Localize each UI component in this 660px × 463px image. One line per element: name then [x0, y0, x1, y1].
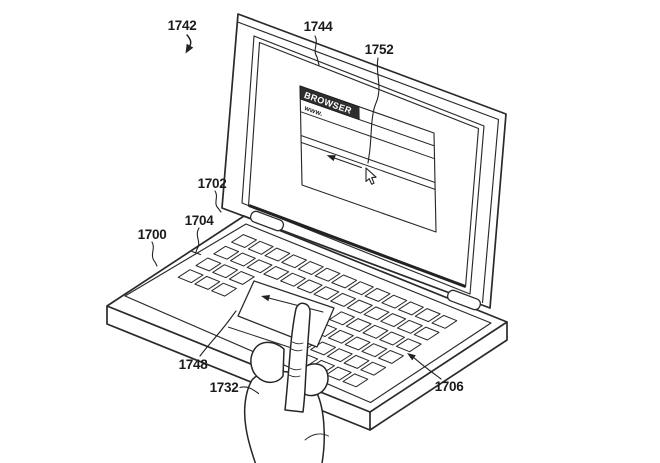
keyboard-key — [310, 341, 336, 356]
keyboard-key — [297, 261, 324, 275]
keyboard-key — [325, 366, 352, 381]
keyboard-key — [296, 279, 323, 294]
keyboard-key — [381, 294, 408, 309]
keyboard-key — [228, 271, 255, 285]
mouse-cursor-icon — [365, 167, 377, 185]
hinges — [249, 210, 482, 311]
keyboard-key — [326, 348, 353, 363]
keyboard-key — [342, 373, 369, 388]
hinge-left — [249, 210, 285, 232]
keyboard-key — [195, 257, 222, 272]
keyboard-key — [379, 331, 405, 346]
keyboard-key — [362, 324, 389, 339]
keyboard-key — [348, 281, 374, 296]
keyboard-key — [331, 274, 358, 289]
keyboard-key — [213, 245, 240, 260]
keyboard-key — [346, 299, 373, 314]
hand-pointer — [243, 302, 329, 463]
ref-label-1704: 1704 — [185, 213, 215, 228]
keyboard-key — [281, 254, 307, 269]
hinge-right — [446, 289, 482, 311]
ref-label-1742: 1742 — [168, 18, 197, 33]
keyboard-key — [395, 338, 422, 353]
keyboard-key — [360, 361, 387, 376]
index-finger — [284, 302, 311, 413]
keyboard-key — [328, 329, 354, 344]
keyboard-key — [231, 234, 257, 248]
keyboard-key — [264, 247, 291, 262]
keyboard-key — [211, 282, 237, 297]
ref-label-1752: 1752 — [365, 42, 394, 57]
screen-swipe-arrow — [326, 155, 363, 169]
keyboard-key — [177, 269, 204, 284]
leader-1744 — [314, 35, 320, 66]
keyboard-key — [230, 252, 256, 267]
leader-1748 — [199, 310, 237, 357]
ref-label-1706: 1706 — [435, 379, 465, 394]
keyboard-key — [378, 350, 404, 364]
fig-ref-arrow — [185, 34, 194, 54]
screen-bezel — [241, 35, 485, 295]
screen-bottom-edge — [248, 204, 467, 288]
ref-label-1744: 1744 — [304, 19, 334, 34]
screen-surface — [247, 41, 480, 288]
reference-labels: 1742 1744 1752 1702 1704 1700 1748 1732 … — [138, 18, 465, 395]
keyboard-key — [194, 275, 221, 290]
keyboard-key — [364, 287, 391, 302]
keyboard-key — [329, 311, 355, 326]
keyboard-key — [345, 318, 372, 332]
browser-outline — [299, 85, 437, 233]
keyboard-key — [398, 301, 424, 316]
ref-label-1702: 1702 — [198, 176, 227, 191]
keyboard-key — [212, 264, 238, 279]
trackpad-outline — [237, 280, 335, 348]
leader-1700 — [151, 241, 158, 267]
browser-address-line — [300, 111, 435, 160]
leader-1732 — [239, 386, 260, 395]
deck-rim — [124, 223, 492, 404]
lid-edge-thickness — [237, 21, 500, 304]
keyboard-key — [344, 336, 371, 351]
keyboard-key — [431, 314, 458, 329]
keyboard-key — [263, 266, 290, 280]
hand-thumb — [250, 341, 285, 384]
finger-creases — [288, 341, 304, 378]
lid-outline — [221, 13, 507, 309]
leader-1706 — [407, 353, 442, 380]
keyboard-key — [397, 319, 423, 334]
browser-toolbar-strip — [300, 135, 436, 190]
keyboard-key — [330, 292, 356, 307]
keyboard-key — [247, 240, 274, 255]
trackpad-swipe-arrow — [261, 295, 324, 313]
keyboard-key — [313, 286, 340, 301]
keyboard-key — [246, 259, 273, 274]
leader-1704 — [191, 227, 202, 256]
hand-curl-line — [304, 433, 329, 441]
keyboard-key — [380, 313, 407, 328]
keyboard-key — [361, 343, 388, 358]
keyboard-key — [414, 308, 441, 323]
browser-window: BROWSER www. — [299, 85, 437, 233]
keyboard-key — [413, 326, 440, 341]
leader-1752 — [367, 57, 380, 164]
browser-title-tab — [299, 85, 360, 121]
base-side-faces — [106, 306, 508, 431]
keyboard-key — [314, 267, 341, 282]
ref-label-1732: 1732 — [210, 380, 239, 395]
keyboard-key — [363, 306, 390, 321]
keyboard-key — [343, 354, 370, 369]
leader-1702 — [214, 190, 222, 213]
keyboard-key — [280, 272, 306, 287]
ref-label-1700: 1700 — [138, 227, 167, 242]
ref-label-1748: 1748 — [179, 357, 209, 372]
